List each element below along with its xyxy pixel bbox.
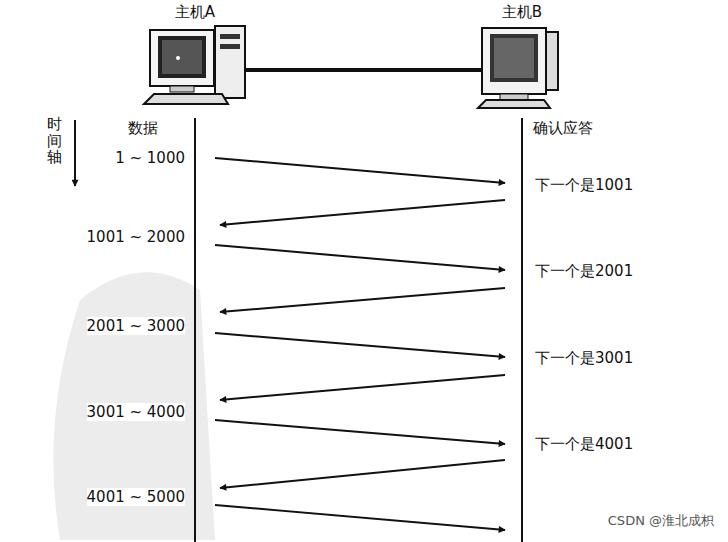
host-computer: 主机B	[470, 0, 570, 112]
ack-label: 下一个是1001	[535, 176, 633, 194]
column-header: 确认应答	[533, 119, 593, 137]
axis-label: 时间轴	[47, 116, 62, 166]
ack-arrows	[220, 200, 505, 488]
column-header: 数据	[128, 119, 158, 137]
data-range: 4001 ~ 5000	[87, 488, 185, 506]
ack-label: 下一个是2001	[535, 262, 633, 280]
network-cable	[244, 68, 483, 72]
data-range: 2001 ~ 3000	[87, 317, 185, 335]
data-range: 1001 ~ 2000	[87, 228, 185, 246]
host-label: 主机A	[175, 3, 215, 21]
timeline-b	[521, 118, 523, 542]
data-range: 3001 ~ 4000	[87, 403, 185, 421]
timeline-a	[194, 118, 196, 542]
host-computer: 主机A	[140, 0, 250, 112]
time-arrow	[74, 120, 76, 186]
ack-label: 下一个是3001	[535, 349, 633, 367]
ack-label: 下一个是4001	[535, 435, 633, 453]
seal-watermark	[53, 272, 215, 540]
watermark: CSDN @淮北成枳	[608, 513, 714, 529]
data-arrows	[215, 158, 505, 530]
data-range: 1 ~ 1000	[115, 149, 185, 167]
host-label: 主机B	[502, 3, 542, 21]
